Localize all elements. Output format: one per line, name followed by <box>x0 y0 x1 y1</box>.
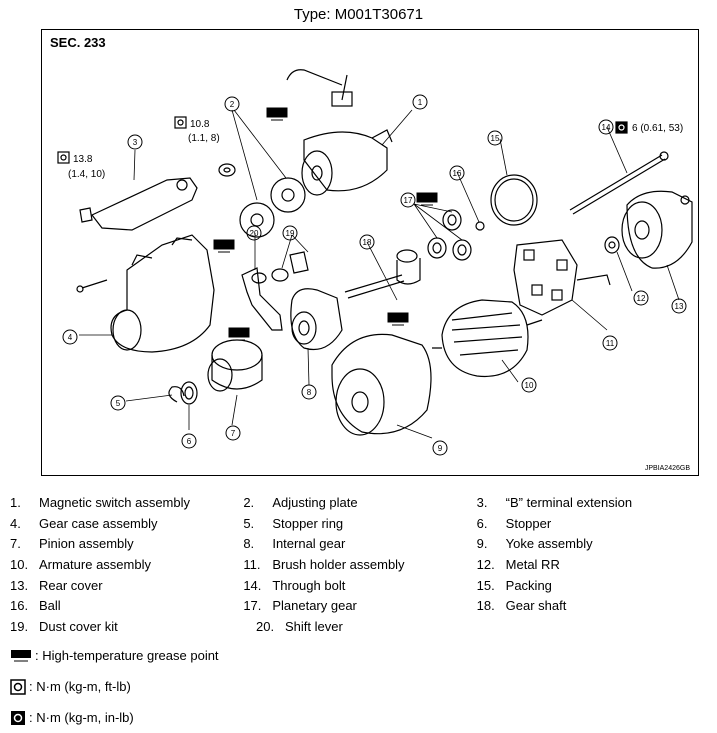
page-title: Type: M001T30671 <box>293 6 424 23</box>
callout-14: 14 <box>602 123 611 132</box>
torque-spec-labels: 13.8 (1.4, 10) 10.8 (1.1, 8) 6 (0.61, 53… <box>68 119 683 180</box>
legend-item: 11.Brush holder assembly <box>243 556 405 572</box>
dust-cover-part <box>271 251 309 282</box>
ball-part <box>475 221 485 231</box>
callout-12: 12 <box>637 294 646 303</box>
packing-part <box>490 174 538 226</box>
callout-6: 6 <box>187 437 192 446</box>
through-bolt-part <box>569 151 669 215</box>
torque-wrench-icon <box>11 710 25 725</box>
brush-holder-part <box>513 239 611 316</box>
section-label: SEC. 233 <box>50 35 106 50</box>
callout-11: 11 <box>606 339 615 348</box>
legend-item: 16.Ball <box>10 598 61 614</box>
legend-item: 15.Packing <box>476 577 552 593</box>
gear-shaft-part <box>344 249 421 299</box>
legend-item: 5.Stopper ring <box>243 515 344 531</box>
callout-4: 4 <box>68 333 73 342</box>
gear-case-part <box>76 234 215 353</box>
torque-spec-2-value: 10.8 <box>190 119 210 130</box>
torque-marks <box>57 116 628 164</box>
callout-8: 8 <box>307 388 312 397</box>
rear-cover-part <box>621 190 693 269</box>
callout-5: 5 <box>116 399 121 408</box>
legend-item: 9.Yoke assembly <box>476 536 593 552</box>
parts-legend: 1.Magnetic switch assembly 2.Adjusting p… <box>10 492 710 637</box>
legend-item: 7.Pinion assembly <box>10 536 134 552</box>
legend-item: 10.Armature assembly <box>10 556 151 572</box>
callout-7: 7 <box>231 429 236 438</box>
callout-17: 17 <box>404 196 413 205</box>
callout-19: 19 <box>286 229 295 238</box>
stopper-ring-part <box>168 381 198 405</box>
legend-item: 12.Metal RR <box>476 556 560 572</box>
leader-lines <box>79 109 680 439</box>
magnetic-switch-part <box>286 69 393 196</box>
legend-item: 20.Shift lever <box>256 618 343 634</box>
planetary-gear-part <box>427 209 472 261</box>
torque-wrench-icon <box>10 678 26 695</box>
legend-item: 17.Planetary gear <box>243 598 357 614</box>
grease-point-marks <box>213 107 438 341</box>
legend-item: 18.Gear shaft <box>476 598 567 614</box>
legend-item: 1.Magnetic switch assembly <box>10 494 190 510</box>
callout-13: 13 <box>675 302 684 311</box>
callout-circles <box>62 94 687 456</box>
torque-ftlb-note: : N·m (kg-m, ft-lb) <box>10 671 219 702</box>
torque-spec-1-value: 13.8 <box>73 154 93 165</box>
armature-part <box>432 299 543 378</box>
adjusting-plate-part <box>239 177 306 238</box>
torque-inlb-note: : N·m (kg-m, in-lb) <box>10 702 219 733</box>
legend-item: 19.Dust cover kit <box>10 618 118 634</box>
callout-3: 3 <box>133 138 138 147</box>
internal-gear-part <box>290 288 343 351</box>
pinion-part <box>207 339 263 392</box>
legend-item: 3.“B” terminal extension <box>476 494 633 510</box>
shift-lever-part <box>241 267 283 331</box>
legend-item: 14.Through bolt <box>243 577 346 593</box>
callout-1: 1 <box>418 98 423 107</box>
callout-numbers: 1 2 3 4 5 6 7 8 9 10 11 12 13 14 15 16 1… <box>68 98 684 453</box>
terminal-extension-part <box>79 177 198 231</box>
callout-20: 20 <box>250 229 259 238</box>
callout-9: 9 <box>438 444 443 453</box>
legend-item: 13.Rear cover <box>10 577 103 593</box>
legend-item: 8.Internal gear <box>243 536 346 552</box>
torque-spec-2-sub: (1.1, 8) <box>188 133 220 144</box>
grease-note: : High-temperature grease point <box>10 640 219 671</box>
yoke-part <box>331 333 432 436</box>
callout-16: 16 <box>453 169 462 178</box>
diagram-frame: SEC. 233 <box>41 29 699 476</box>
figure-code: JPBIA2426GB <box>644 465 690 472</box>
legend-item: 2.Adjusting plate <box>243 494 358 510</box>
legend-item: 6.Stopper <box>476 515 552 531</box>
symbol-notes: : High-temperature grease point : N·m (k… <box>10 640 219 733</box>
exploded-view-diagram: 1 2 3 4 5 6 7 8 9 10 11 12 13 14 15 16 1… <box>57 69 693 456</box>
callout-2: 2 <box>230 100 235 109</box>
legend-item: 4.Gear case assembly <box>10 515 158 531</box>
callout-15: 15 <box>491 134 500 143</box>
callout-18: 18 <box>363 238 372 247</box>
nut-part <box>218 163 236 177</box>
metal-rr-part <box>604 236 620 254</box>
callout-10: 10 <box>525 381 534 390</box>
torque-spec-1-sub: (1.4, 10) <box>68 169 105 180</box>
torque-spec-3-value: 6 (0.61, 53) <box>632 123 683 134</box>
grease-point-icon <box>11 649 31 661</box>
